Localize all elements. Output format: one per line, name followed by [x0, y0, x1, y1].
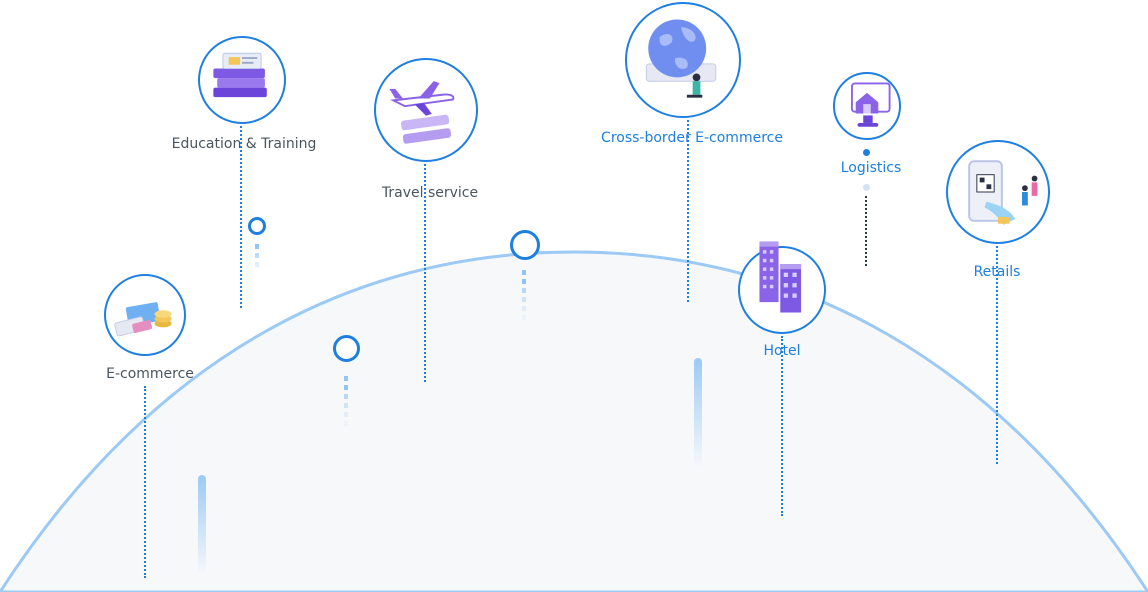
monitor-house-icon: [851, 82, 891, 127]
card-coins-icon: [114, 302, 172, 337]
ecommerce-label: E-commerce: [106, 366, 194, 382]
logistics-node[interactable]: [833, 72, 901, 140]
phone-payment-icon: [968, 160, 1038, 225]
connector-line: [865, 196, 867, 266]
education-node[interactable]: [198, 36, 286, 124]
orbit-ring: [510, 230, 540, 260]
light-beam: [198, 475, 206, 575]
light-beam: [694, 358, 702, 468]
logistics-dot: [863, 149, 870, 156]
fading-dots: [522, 270, 526, 324]
retails-node[interactable]: [946, 140, 1050, 244]
cross-border-label: Cross-border E-commerce: [601, 130, 783, 146]
ecommerce-node[interactable]: [104, 274, 186, 356]
books-icon: [213, 52, 267, 98]
connector-line: [240, 126, 242, 308]
buildings-icon: [759, 241, 802, 313]
education-label: Education & Training: [171, 136, 317, 152]
airplane-tickets-icon: [389, 81, 455, 144]
connector-line: [144, 386, 146, 578]
connector-line: [424, 164, 426, 382]
globe-icon: [645, 19, 717, 98]
connector-line: [996, 246, 998, 464]
logistics-dot: [863, 184, 870, 191]
logistics-label: Logistics: [840, 160, 902, 176]
connector-line: [687, 120, 689, 302]
fading-dots: [344, 376, 348, 430]
fading-dots: [255, 244, 259, 271]
orbit-ring: [333, 335, 360, 362]
cross-border-node[interactable]: [625, 2, 741, 118]
orbit-ring: [248, 217, 266, 235]
travel-node[interactable]: [374, 58, 478, 162]
connector-line: [781, 336, 783, 516]
travel-label: Travel service: [381, 185, 479, 201]
